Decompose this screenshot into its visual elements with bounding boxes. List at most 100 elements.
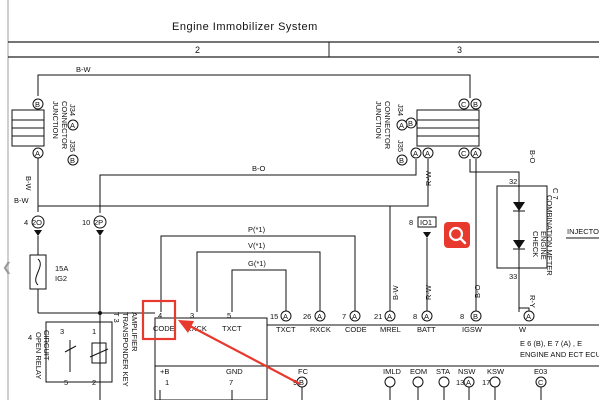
amplifier-pin-5: 5 <box>227 311 231 320</box>
fuse-4-label: 4 <box>24 218 28 227</box>
relay-name-1: CIRCUIT <box>42 330 51 361</box>
right-edge-label: INJECTOR NO. 1 <box>567 227 599 236</box>
wire-ry: R-Y <box>528 295 537 308</box>
right-j-pin-b-top: B <box>473 100 478 109</box>
fuse-rating: 15A <box>55 264 68 273</box>
ecu-pin-7: 7 <box>342 312 346 321</box>
ecu-bottom-num-13: 13 <box>456 378 464 387</box>
relay-pin-3: 3 <box>60 327 64 336</box>
j35-circle-pin: B <box>70 156 75 165</box>
right-j-pin-c-top: C <box>461 100 467 109</box>
amplifier-code: CODE <box>153 324 175 333</box>
ecu-pin-txct-connector: A <box>283 312 288 321</box>
injector-relay-label: IO1 <box>420 218 432 227</box>
relay-name-2: OPEN RELAY <box>34 332 43 379</box>
ecu-pin-igsw-connector: B <box>473 312 478 321</box>
code-highlight-box <box>141 299 177 341</box>
fuse-name: IG2 <box>55 274 67 283</box>
meter-pin-32: 32 <box>509 177 517 186</box>
wire-bw-left: B-W <box>24 176 33 192</box>
previous-page-arrow-icon[interactable]: ❮ <box>2 260 13 274</box>
fuse-icon <box>35 258 41 286</box>
ecu-pin-w-connector: A <box>526 312 531 321</box>
amplifier-pin-1: 1 <box>165 378 169 387</box>
relay-pin-4: 4 <box>28 333 32 342</box>
ecu-bottom-eom: EOM <box>410 367 427 376</box>
ecu-label-rxck: RXCK <box>310 325 331 334</box>
fuse-10-label: 10 <box>82 218 90 227</box>
ecu-bottom-b: B <box>299 378 304 387</box>
right-j-caption-2: CONNECTOR <box>383 101 392 150</box>
ecu-bottom-c: C <box>538 378 544 387</box>
ecu-bottom-imld: IMLD <box>383 367 402 376</box>
amplifier-name-2: AMPLIFIER <box>130 312 139 352</box>
ecu-bottom-num-17: 17 <box>482 378 490 387</box>
column-2-label: 2 <box>195 45 200 55</box>
wire-rw-upper: R-W <box>424 170 433 186</box>
search-icon <box>448 226 467 245</box>
amplifier-id: T 3 <box>112 312 121 323</box>
ecu-pin-8: 8 <box>413 312 417 321</box>
fuse-2p-connector-icon <box>96 230 104 236</box>
j34-circle-pin: A <box>70 121 75 130</box>
ecu-connectors: E 6 (B), E 7 (A) , E <box>520 339 582 348</box>
meter-id: C 7 <box>551 188 560 200</box>
right-j34-circle-pin: A <box>399 121 404 130</box>
j35-name: J35 <box>68 140 77 152</box>
wire-rw-lower: R-W <box>424 284 433 300</box>
ecu-pin-mrel-connector: A <box>387 312 392 321</box>
relay-pin-1: 1 <box>92 327 96 336</box>
j34-pin-a: A <box>35 149 40 158</box>
meter-name: COMBINATION METER <box>545 195 554 276</box>
ecu-bottom-nsw: NSW <box>458 367 476 376</box>
amplifier-pin-3: 3 <box>190 311 194 320</box>
wire-bo-igsw: B-O <box>473 285 482 299</box>
right-j-pin-c: C <box>461 149 467 158</box>
column-3-label: 3 <box>457 45 462 55</box>
ecu-label-mrel: MREL <box>380 325 401 334</box>
right-j35-circle-pin: B <box>399 156 404 165</box>
meter-lamp-2: ENGINE <box>539 231 548 260</box>
ecu-pin-code-connector: A <box>352 312 357 321</box>
diagram-title: Engine Immobilizer System <box>172 21 318 33</box>
right-j-caption-1: JUNCTION <box>374 101 383 139</box>
ecu-name: ENGINE AND ECT ECU <box>520 350 599 359</box>
relay-coil-icon <box>91 342 107 364</box>
wire-p1: P(*1) <box>248 225 266 234</box>
right-j35-name: J35 <box>396 140 405 152</box>
wire-g1: G(*1) <box>248 259 266 268</box>
meter-lamp-1: CHECK <box>531 231 540 257</box>
ecu-label-igsw: IGSW <box>462 325 483 334</box>
annotation-arrow-head-icon <box>178 320 194 333</box>
injector-relay-pin: 8 <box>409 218 413 227</box>
ecu-pin-15: 15 <box>270 312 278 321</box>
relay-pin-5: 5 <box>64 378 68 387</box>
wire-bw-top: B-W <box>76 65 92 74</box>
wire-v1: V(*1) <box>248 241 266 250</box>
ecu-bottom-fc: FC <box>298 367 309 376</box>
ecu-bottom-ksw: KSW <box>487 367 505 376</box>
ecu-label-w: W <box>519 325 527 334</box>
right-j-pin-b: B <box>408 119 413 128</box>
wire-bo-right: B-O <box>528 150 537 164</box>
zoom-search-button[interactable] <box>444 222 470 248</box>
ecu-label-batt: BATT <box>417 325 436 334</box>
relay-pin-2: 2 <box>92 378 96 387</box>
ecu-pin-rxck-connector: A <box>317 312 322 321</box>
check-engine-lamp-icon <box>513 240 525 249</box>
fuse-2p-label: 2P <box>94 218 103 227</box>
ecu-pin-8b: 8 <box>460 312 464 321</box>
meter-pin-33: 33 <box>509 272 517 281</box>
j34-name: J34 <box>68 104 77 116</box>
ecu-pin-batt-connector: A <box>424 312 429 321</box>
fuse-2o-label: 2O <box>32 218 42 227</box>
ecu-bottom-e03: E03 <box>534 367 547 376</box>
amplifier-pin-4: 4 <box>158 311 162 320</box>
right-j-pin-a2: A <box>425 149 430 158</box>
injector-relay-connector-icon <box>423 232 431 238</box>
right-j-pin-a1: A <box>413 149 418 158</box>
ecu-pin-21: 21 <box>374 312 382 321</box>
ecu-pin-26: 26 <box>303 312 311 321</box>
